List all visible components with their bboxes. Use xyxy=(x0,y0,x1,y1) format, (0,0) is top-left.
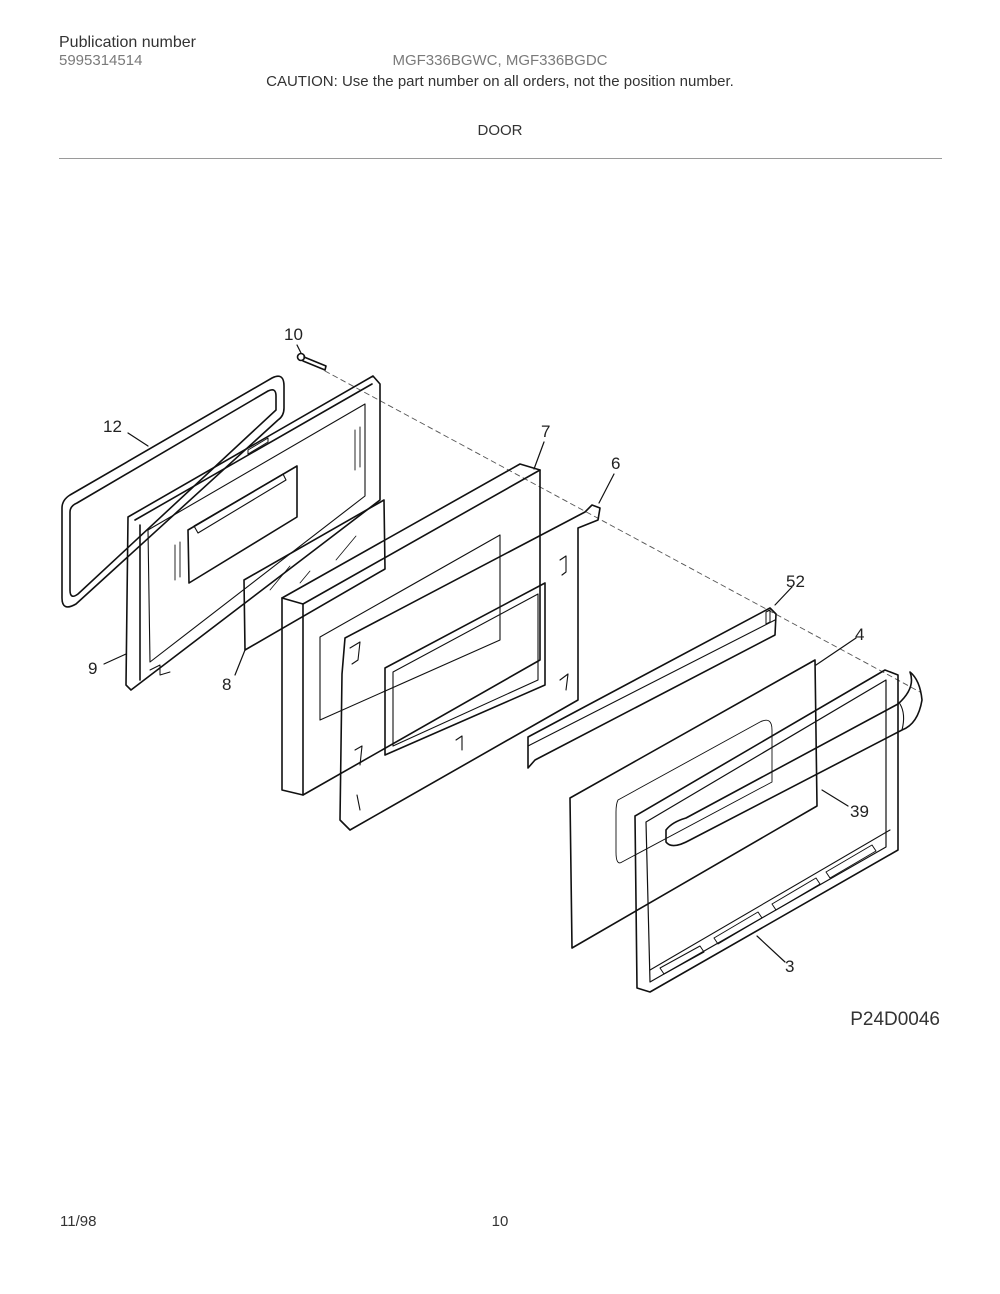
callout-10: 10 xyxy=(284,325,303,344)
callout-7: 7 xyxy=(541,422,550,441)
leader-lines xyxy=(103,344,857,963)
inner-door-panel-part-9 xyxy=(125,375,381,691)
door-handle-part-39 xyxy=(665,671,923,847)
vent-trim-part-52 xyxy=(527,607,777,769)
model-numbers: MGF336BGWC, MGF336BGDC xyxy=(392,52,608,69)
door-liner-part-6 xyxy=(339,504,601,831)
callout-9: 9 xyxy=(88,659,97,678)
header-divider xyxy=(59,158,942,159)
section-title: DOOR xyxy=(477,122,523,139)
callout-8: 8 xyxy=(222,675,231,694)
door-frame-part-3 xyxy=(634,669,899,993)
inner-glass-part-8 xyxy=(243,499,386,651)
door-gasket-part-12 xyxy=(61,375,285,608)
caution-note: CAUTION: Use the part number on all orde… xyxy=(266,73,734,90)
callout-52: 52 xyxy=(786,572,805,591)
callout-39: 39 xyxy=(850,802,869,821)
insulation-part-7 xyxy=(281,463,541,796)
callout-4: 4 xyxy=(855,625,864,644)
outer-glass-part-4 xyxy=(569,659,818,949)
alignment-line xyxy=(324,370,921,693)
callout-6: 6 xyxy=(611,454,620,473)
callout-3: 3 xyxy=(785,957,794,976)
publication-label: Publication number xyxy=(59,34,196,51)
screw-part-10 xyxy=(296,352,327,371)
callout-12: 12 xyxy=(103,417,122,436)
page-number: 10 xyxy=(491,1213,509,1230)
publication-number: 5995314514 xyxy=(59,52,143,69)
footer-date: 11/98 xyxy=(60,1213,97,1230)
drawing-id: P24D0046 xyxy=(850,1009,940,1030)
